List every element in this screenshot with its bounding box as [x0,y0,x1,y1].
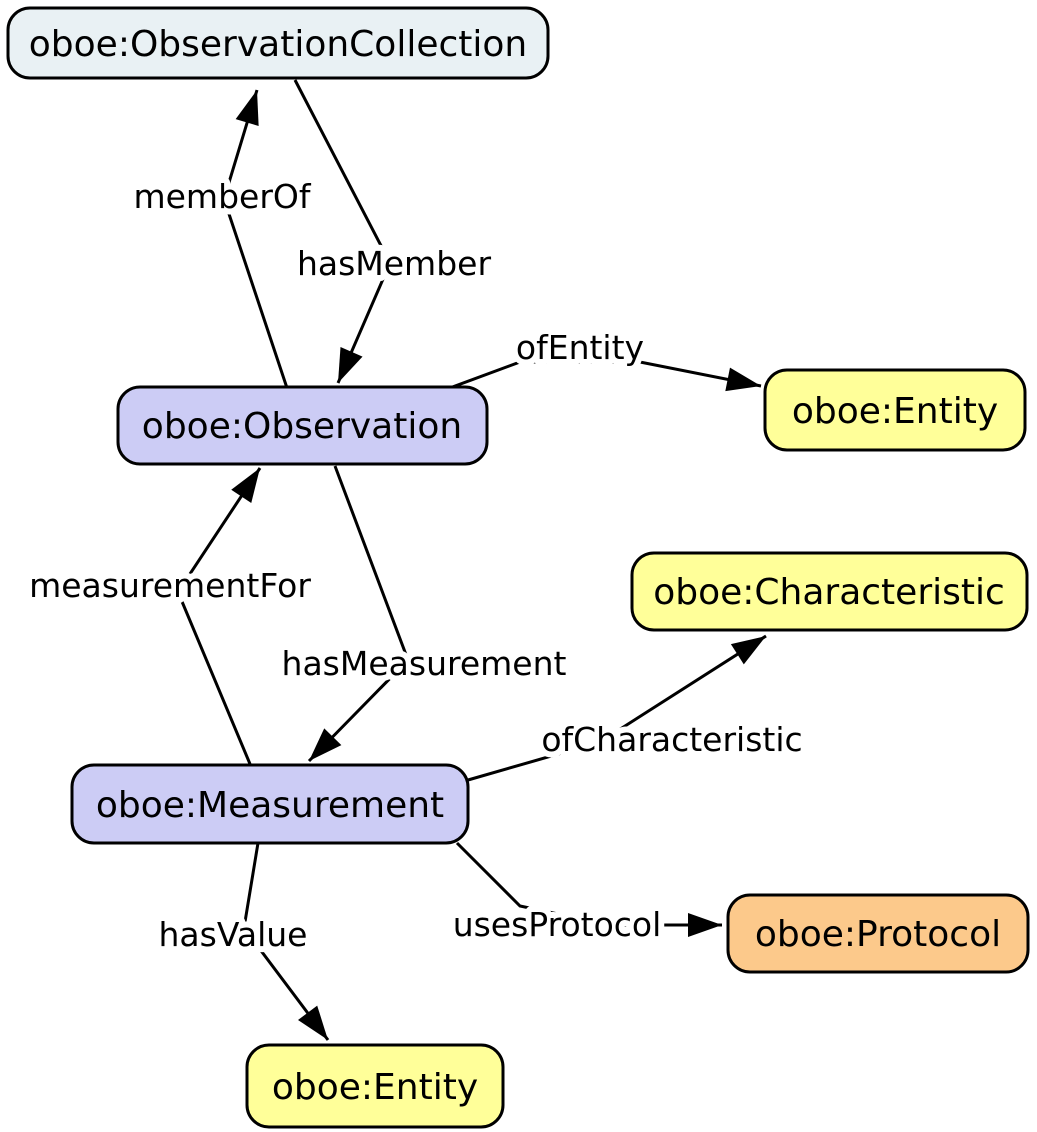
observation-collection-label: oboe:ObservationCollection [29,24,527,65]
entity-box [763,368,1027,452]
node-characteristic: oboe:Characteristic [630,551,1029,632]
observation-collection-box [6,6,550,80]
edge-hasvalue-arrow [242,842,330,1041]
node-measurement: oboe:Measurement [70,763,470,845]
edge-label-ofcharacteristic: ofCharacteristic [541,720,802,759]
node-observation: oboe:Observation [116,385,489,466]
edge-label-ofentity: ofEntity [516,328,644,367]
edge-ofentity-arrow [446,360,762,392]
edge-label-memberof: memberOf [133,177,311,216]
characteristic-label: oboe:Characteristic [653,572,1005,613]
measurement-label: oboe:Measurement [96,785,444,826]
protocol-box [726,893,1030,974]
observation-label: oboe:Observation [142,406,462,447]
edge-ofcharacteristic-arrow [467,634,767,782]
edge-memberof-arrow [222,89,289,389]
edge-label-hasmember: hasMember [297,244,492,283]
measurement-box [70,763,470,845]
entity-value-label: oboe:Entity [272,1067,478,1108]
node-entity-value: oboe:Entity [245,1043,505,1129]
edge-measurementfor-arrow [176,467,262,765]
edge-label-hasvalue: hasValue [159,915,308,954]
edge-lines [176,79,767,1041]
edge-label-measurementfor: measurementFor [29,566,311,605]
edge-labels: memberOf hasMember ofEntity measurementF… [23,171,809,960]
edge-usesprotocol-arrow [455,841,722,937]
observation-box [116,385,489,466]
edge-hasmeasurement-arrow [307,465,410,763]
characteristic-box [630,551,1029,632]
node-observation-collection: oboe:ObservationCollection [6,6,550,80]
edge-label-usesprotocol: usesProtocol [453,905,662,944]
entity-label: oboe:Entity [792,391,998,432]
protocol-label: oboe:Protocol [755,914,1001,955]
edge-hasmember-arrow [293,79,392,384]
entity-value-box [245,1043,505,1129]
edge-label-hasmeasurement: hasMeasurement [282,644,567,683]
node-entity: oboe:Entity [763,368,1027,452]
node-protocol: oboe:Protocol [726,893,1030,974]
